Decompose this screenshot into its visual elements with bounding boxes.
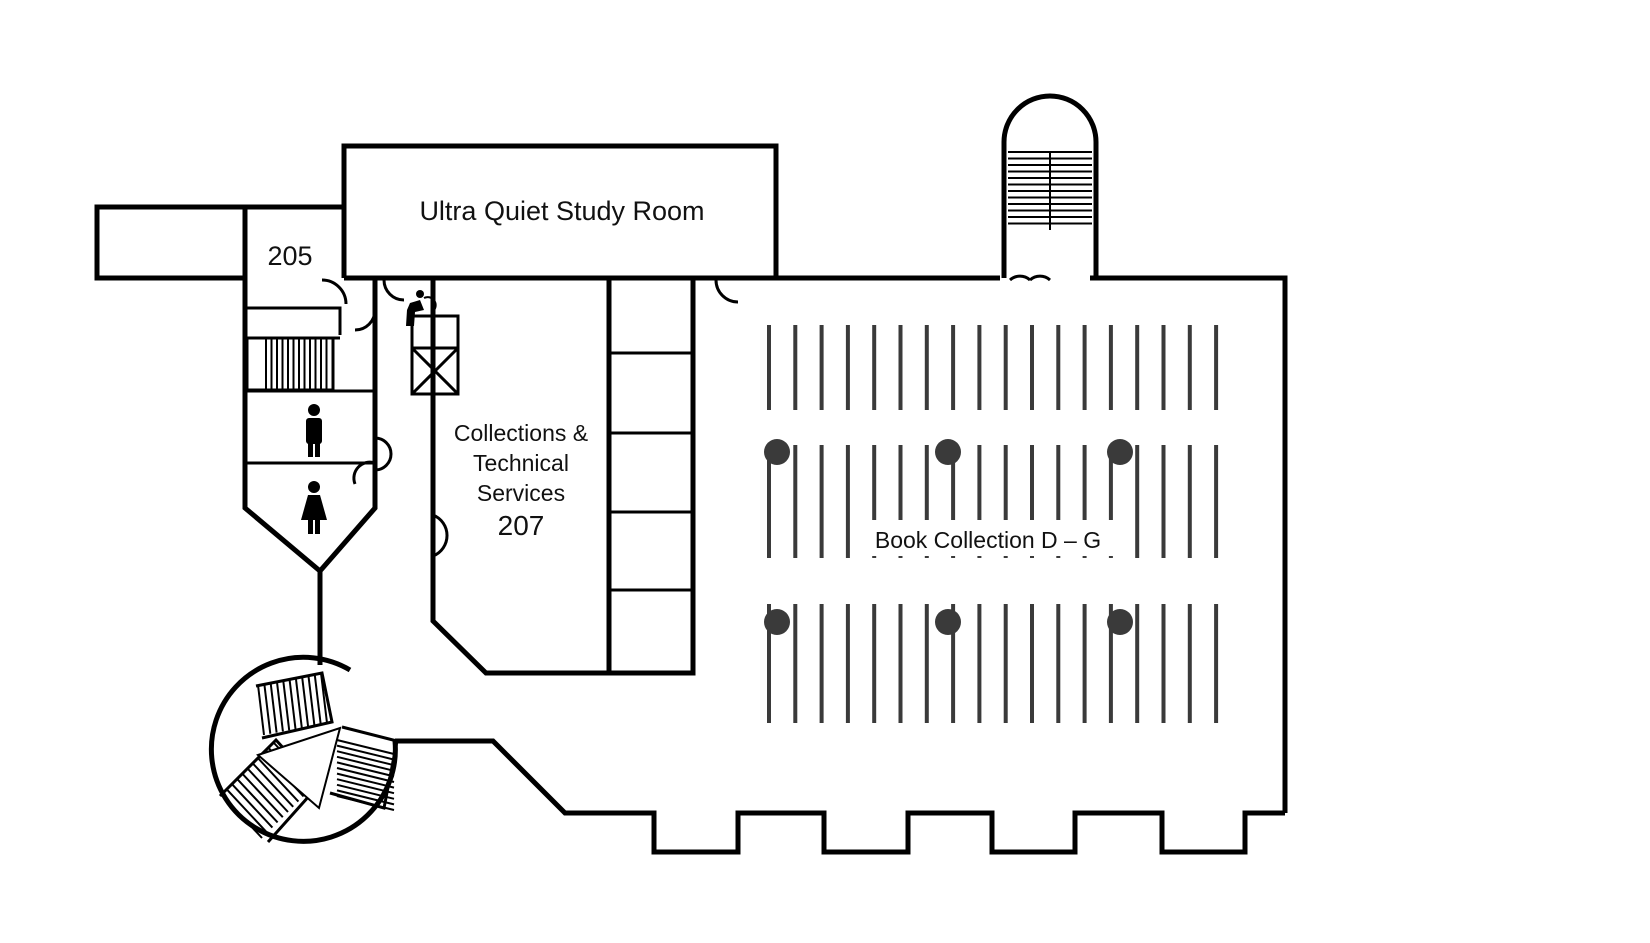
stair-step bbox=[257, 757, 300, 803]
stair-step bbox=[320, 672, 328, 724]
collections-room-number: 207 bbox=[498, 510, 545, 541]
stair-step bbox=[275, 681, 284, 732]
doors bbox=[321, 274, 1051, 558]
stair-step bbox=[313, 674, 322, 725]
collections-label-line3: Services bbox=[477, 480, 565, 506]
stair-step bbox=[336, 744, 395, 761]
stair-step bbox=[236, 778, 279, 824]
stair-step bbox=[301, 676, 310, 727]
stair-step bbox=[257, 684, 265, 736]
room-205-label: 205 bbox=[267, 241, 312, 271]
men-restroom-icon bbox=[306, 404, 322, 457]
stair-step bbox=[294, 677, 303, 728]
structural-columns bbox=[764, 439, 1133, 635]
stair-step bbox=[288, 678, 297, 730]
column bbox=[935, 609, 961, 635]
stair-flight bbox=[329, 725, 399, 810]
column bbox=[935, 439, 961, 465]
stair-step bbox=[336, 783, 395, 800]
stair-step bbox=[336, 761, 395, 778]
stair-step bbox=[252, 763, 294, 808]
stair-flight bbox=[255, 671, 334, 740]
spiral-stairs-icon bbox=[208, 654, 399, 844]
column bbox=[1107, 439, 1133, 465]
stair-step bbox=[269, 682, 278, 733]
stair-step bbox=[226, 789, 268, 834]
stair-step bbox=[336, 739, 395, 755]
women-restroom-icon bbox=[301, 481, 327, 534]
partitions bbox=[245, 306, 693, 592]
stair-step bbox=[336, 750, 395, 767]
ultra-quiet-study-room-label: Ultra Quiet Study Room bbox=[419, 196, 704, 226]
stair-step bbox=[263, 683, 272, 734]
stair-step bbox=[242, 773, 284, 818]
stair-step bbox=[231, 783, 274, 829]
column bbox=[1107, 609, 1133, 635]
stair-step bbox=[336, 767, 395, 783]
collections-label-line2: Technical bbox=[473, 450, 569, 476]
water-fountain-icon bbox=[406, 290, 437, 326]
stair-tower bbox=[1001, 93, 1099, 278]
column bbox=[764, 439, 790, 465]
collections-label-line1: Collections & bbox=[454, 420, 588, 446]
stair-step bbox=[282, 680, 291, 731]
stair-step bbox=[336, 755, 395, 772]
elevator-icon bbox=[410, 314, 460, 396]
column bbox=[764, 609, 790, 635]
stair-step bbox=[336, 772, 395, 789]
stair-step bbox=[336, 778, 395, 795]
book-collection-label: Book Collection D – G bbox=[875, 527, 1101, 553]
stair-step bbox=[221, 794, 263, 839]
stair-step bbox=[307, 675, 316, 726]
building-walls bbox=[94, 143, 1288, 855]
stair-step bbox=[247, 768, 289, 813]
stairs-icon bbox=[245, 336, 335, 392]
